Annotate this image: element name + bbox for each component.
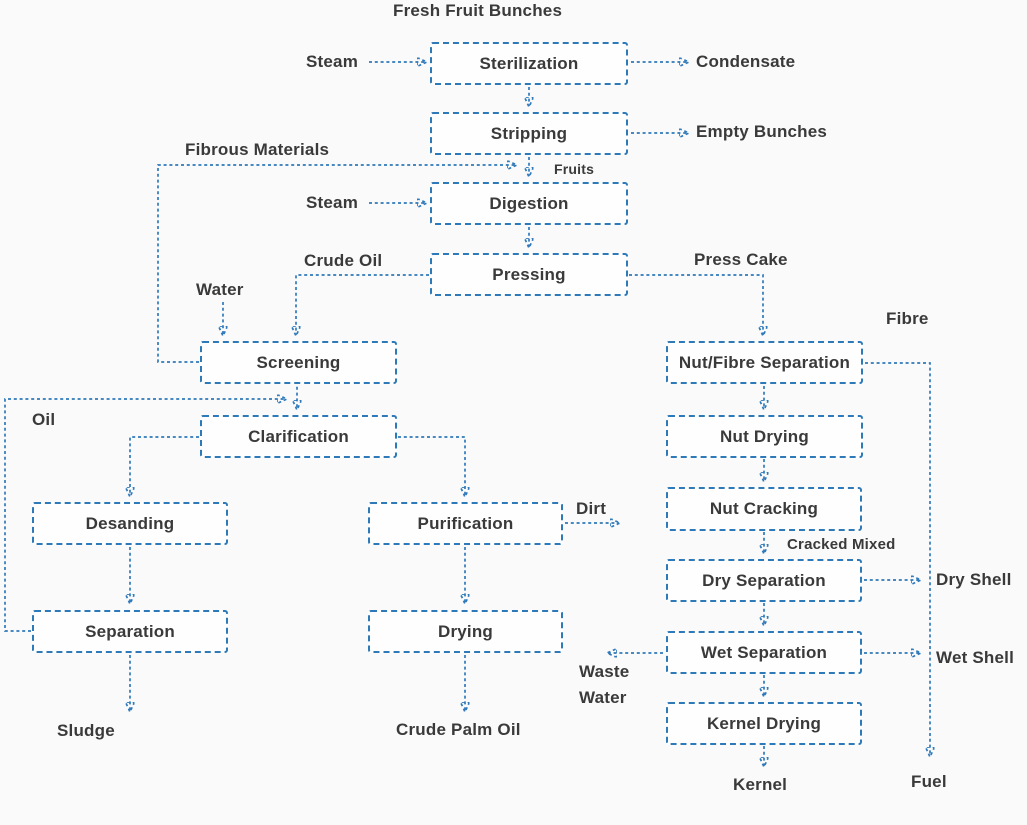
label-crude-palm-oil: Crude Palm Oil — [396, 720, 521, 739]
label-waste-water: Waste Water — [579, 662, 630, 707]
node-digestion: Digestion — [430, 182, 628, 225]
node-nut-drying: Nut Drying — [666, 415, 863, 458]
node-nut-cracking: Nut Cracking — [666, 487, 862, 531]
label-steam-digestion: Steam — [306, 193, 359, 212]
label-fruits: Fruits — [554, 161, 595, 177]
label-fresh-fruit-bunches: Fresh Fruit Bunches — [393, 1, 563, 20]
edge-clarification-to-desanding — [130, 436, 199, 496]
edge-clarification-to-purification — [398, 436, 465, 496]
node-purification: Purification — [368, 502, 563, 545]
label-cracked-mixed: Cracked Mixed — [787, 536, 896, 553]
label-fuel: Fuel — [911, 772, 947, 791]
label-water: Water — [196, 280, 244, 299]
label-sludge: Sludge — [57, 721, 115, 740]
node-pressing: Pressing — [430, 253, 628, 296]
label-fibre: Fibre — [886, 309, 929, 328]
node-drying: Drying — [368, 610, 563, 653]
edge-separation-oil-return-to-clarification — [4, 399, 286, 632]
label-steam-sterilization: Steam — [306, 52, 359, 71]
node-wet-separation: Wet Separation — [666, 631, 862, 674]
label-dirt: Dirt — [576, 499, 607, 518]
node-desanding: Desanding — [32, 502, 228, 545]
label-condensate: Condensate — [696, 52, 796, 71]
node-dry-separation: Dry Separation — [666, 559, 862, 602]
edge-screening-fibrous-materials-return — [157, 165, 516, 363]
node-stripping: Stripping — [430, 112, 628, 155]
node-screening: Screening — [200, 341, 397, 384]
node-sterilization: Sterilization — [430, 42, 628, 85]
label-dry-shell: Dry Shell — [936, 570, 1012, 589]
label-press-cake: Press Cake — [694, 250, 788, 269]
edge-nut-fibre-separation-fibre-to-fuel — [865, 362, 930, 756]
label-wet-shell: Wet Shell — [936, 648, 1015, 667]
label-fibrous-materials: Fibrous Materials — [185, 140, 330, 159]
edge-pressing-press-cake-to-nut-fibre-separation — [629, 274, 763, 335]
node-clarification: Clarification — [200, 415, 397, 458]
node-nut-fibre-separation: Nut/Fibre Separation — [666, 341, 863, 384]
label-oil: Oil — [32, 410, 56, 429]
node-separation: Separation — [32, 610, 228, 653]
label-kernel: Kernel — [733, 775, 788, 794]
label-crude-oil: Crude Oil — [304, 251, 383, 270]
label-empty-bunches: Empty Bunches — [696, 122, 828, 141]
node-kernel-drying: Kernel Drying — [666, 702, 862, 745]
edge-pressing-crude-oil-to-screening — [296, 274, 429, 335]
